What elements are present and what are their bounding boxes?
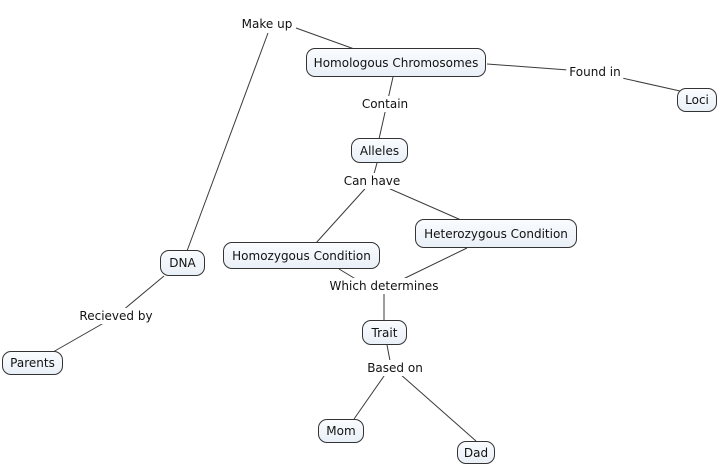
concept-node-mom[interactable]: Mom — [318, 419, 364, 443]
link-label-recieved-by[interactable]: Recieved by — [76, 308, 156, 324]
link-label-can-have[interactable]: Can have — [340, 173, 404, 189]
link-label-which-determines[interactable]: Which determines — [326, 278, 442, 294]
concept-node-homologous-chromosomes[interactable]: Homologous Chromosomes — [306, 48, 486, 77]
concept-node-loci[interactable]: Loci — [677, 88, 717, 112]
link-label-found-in[interactable]: Found in — [566, 64, 624, 80]
concept-node-parents[interactable]: Parents — [2, 351, 63, 375]
edge-based-on-dad — [390, 365, 477, 442]
concept-node-heterozygous-condition[interactable]: Heterozygous Condition — [415, 219, 577, 248]
link-label-based-on[interactable]: Based on — [364, 360, 426, 376]
link-label-make-up[interactable]: Make up — [238, 16, 296, 32]
concept-node-dad[interactable]: Dad — [457, 441, 495, 464]
edge-heterozygous-condition-which-determines — [398, 247, 468, 282]
concept-node-dna[interactable]: DNA — [160, 250, 205, 276]
edge-make-up-dna — [186, 32, 269, 252]
link-label-contain[interactable]: Contain — [358, 96, 412, 112]
concept-node-homozygous-condition[interactable]: Homozygous Condition — [223, 242, 380, 269]
edge-can-have-homozygous-condition — [315, 180, 373, 244]
concept-node-trait[interactable]: Trait — [362, 320, 407, 345]
edge-make-up-homologous-chromosomes — [295, 27, 358, 51]
concept-node-alleles[interactable]: Alleles — [351, 138, 408, 163]
